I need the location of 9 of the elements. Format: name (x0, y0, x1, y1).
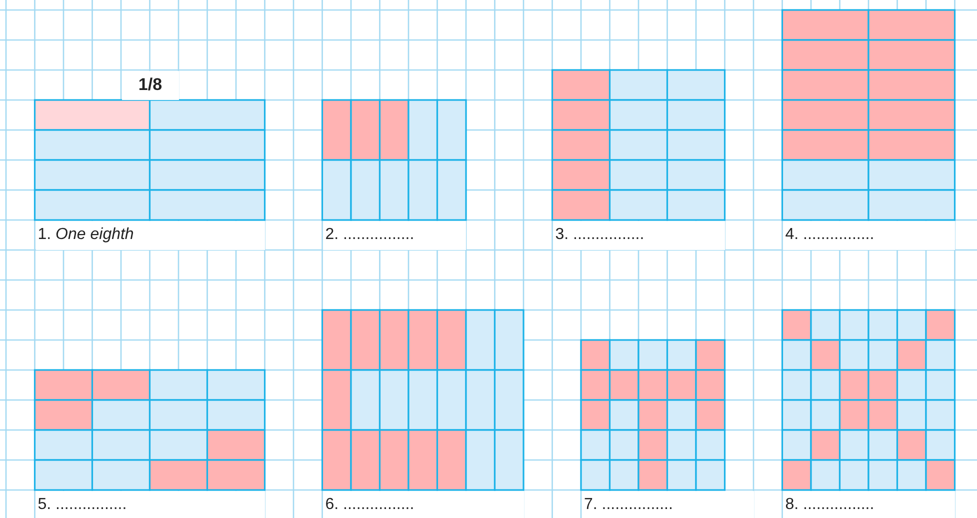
fraction-label: 1/8 (122, 71, 178, 100)
answer-label: 3. ................ (553, 221, 725, 250)
answer-label: 4. ................ (783, 221, 955, 250)
answer-label: 6. ................ (323, 491, 524, 518)
answer-label: 8. ................ (783, 491, 955, 518)
answer-label: 2. ................ (323, 221, 466, 250)
answer-label: 5. ................ (36, 491, 265, 518)
answer-label: 7. ................ (582, 491, 754, 518)
answer-label: 1. One eighth (36, 221, 265, 250)
